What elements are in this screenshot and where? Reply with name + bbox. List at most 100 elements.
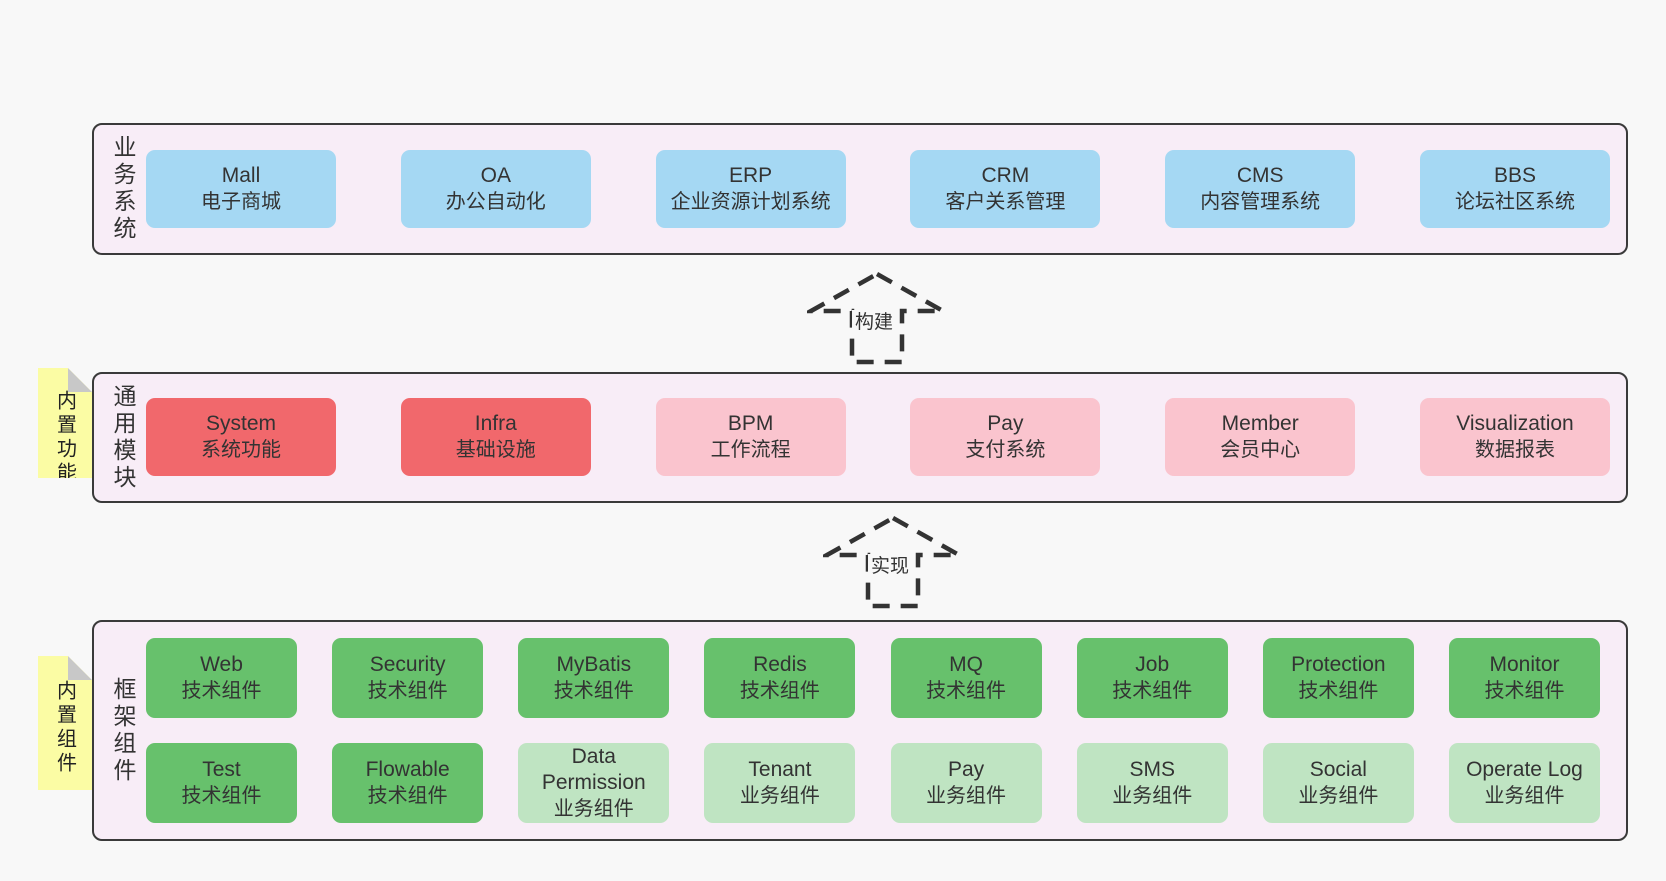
box-subtitle: 论坛社区系统: [1454, 191, 1575, 213]
box-flowable: Flowable 技术组件: [332, 743, 484, 823]
box-subtitle: 电子商城: [201, 191, 281, 213]
box-subtitle: 技术组件: [1112, 680, 1193, 702]
box-infra: Infra 基础设施: [400, 398, 591, 476]
box-title: Infra: [474, 412, 517, 435]
box-row: System 系统功能 Infra 基础设施 BPM 工作流程 Pay 支付系统 Member 会…: [146, 398, 1610, 476]
box-operate-log: Operate Log 业务组件: [1448, 743, 1600, 823]
folded-corner-icon: [68, 368, 92, 392]
box-subtitle: 技术组件: [181, 785, 262, 807]
box-subtitle: 数据报表: [1474, 439, 1555, 461]
box-data-permission: Data Permission 业务组件: [518, 743, 670, 823]
sticky-note-label: 内置功能: [53, 390, 76, 486]
box-subtitle: 技术组件: [926, 680, 1007, 702]
box-title: BPM: [727, 412, 774, 435]
box-subtitle: 系统功能: [201, 439, 281, 461]
box-title: Tenant: [748, 758, 812, 781]
box-title: Protection: [1291, 653, 1386, 676]
box-subtitle: 业务组件: [1484, 785, 1565, 807]
box-title: CRM: [981, 164, 1030, 187]
arrow-label: 实现: [868, 554, 913, 580]
box-title: BBS: [1493, 164, 1536, 187]
section-common-modules: 通用模块 System 系统功能 Infra 基础设施 BPM 工作流程 Pay 支付系统 Me…: [92, 372, 1628, 503]
section-label: 框架组件: [110, 676, 136, 785]
section-label: 业务系统: [110, 135, 136, 243]
box-bpm: BPM 工作流程: [655, 398, 846, 476]
box-system: System 系统功能: [146, 398, 336, 476]
box-protection: Protection 技术组件: [1262, 638, 1414, 718]
box-title: Job: [1135, 653, 1170, 676]
box-title: Security: [369, 653, 446, 676]
box-title: MyBatis: [556, 653, 632, 676]
box-mybatis: MyBatis 技术组件: [518, 638, 670, 718]
box-title: Monitor: [1489, 653, 1560, 676]
box-title: Operate Log: [1466, 758, 1583, 781]
box-title: OA: [480, 164, 511, 187]
box-tenant: Tenant 业务组件: [704, 743, 856, 823]
box-subtitle: 会员中心: [1220, 439, 1301, 461]
box-subtitle: 企业资源计划系统: [670, 191, 831, 213]
box-job: Job 技术组件: [1076, 638, 1228, 718]
box-subtitle: 内容管理系统: [1200, 191, 1321, 213]
box-monitor: Monitor 技术组件: [1448, 638, 1600, 718]
box-subtitle: 技术组件: [1298, 680, 1379, 702]
box-erp: ERP 企业资源计划系统: [655, 150, 846, 228]
box-subtitle: 业务组件: [926, 785, 1007, 807]
box-title: CMS: [1236, 164, 1284, 187]
arrow-build: 构建: [807, 270, 947, 366]
box-title: System: [205, 412, 276, 435]
box-title: Social: [1309, 758, 1367, 781]
box-subtitle: 业务组件: [1298, 785, 1379, 807]
box-test: Test 技术组件: [146, 743, 297, 823]
box-social: Social 业务组件: [1262, 743, 1414, 823]
box-subtitle: 技术组件: [739, 680, 820, 702]
box-redis: Redis 技术组件: [704, 638, 856, 718]
sticky-note-builtin-features: 内置功能: [38, 368, 92, 478]
box-subtitle: 技术组件: [553, 680, 634, 702]
box-pay: Pay 支付系统: [910, 398, 1101, 476]
box-title: Flowable: [365, 758, 450, 781]
box-title: Web: [200, 653, 243, 676]
arrow-implement: 实现: [823, 514, 963, 610]
box-subtitle: 业务组件: [1112, 785, 1193, 807]
box-title: Data Permission: [541, 745, 646, 794]
box-pay-business: Pay 业务组件: [890, 743, 1042, 823]
box-title: MQ: [949, 653, 983, 676]
box-subtitle: 技术组件: [367, 680, 448, 702]
box-subtitle: 业务组件: [739, 785, 820, 807]
box-title: Visualization: [1456, 412, 1574, 435]
box-title: Pay: [947, 758, 985, 781]
box-subtitle: 基础设施: [455, 439, 536, 461]
box-title: Test: [202, 758, 241, 781]
box-bbs: BBS 论坛社区系统: [1419, 150, 1610, 228]
box-title: SMS: [1129, 758, 1175, 781]
box-sms: SMS 业务组件: [1076, 743, 1228, 823]
box-title: ERP: [729, 164, 773, 187]
box-subtitle: 技术组件: [367, 785, 448, 807]
sticky-note-builtin-components: 内置组件: [38, 656, 92, 790]
box-subtitle: 技术组件: [1484, 680, 1565, 702]
folded-corner-icon: [68, 656, 92, 680]
box-title: Mall: [221, 164, 261, 187]
box-visualization: Visualization 数据报表: [1419, 398, 1610, 476]
box-subtitle: 支付系统: [965, 439, 1046, 461]
box-mq: MQ 技术组件: [890, 638, 1042, 718]
section-label: 通用模块: [110, 383, 136, 492]
box-subtitle: 业务组件: [553, 798, 634, 820]
box-subtitle: 办公自动化: [445, 191, 546, 213]
box-title: Redis: [753, 653, 807, 676]
box-cms: CMS 内容管理系统: [1165, 150, 1356, 228]
box-mall: Mall 电子商城: [146, 150, 336, 228]
box-oa: OA 办公自动化: [400, 150, 591, 228]
sticky-note-label: 内置组件: [53, 680, 76, 776]
box-subtitle: 工作流程: [710, 439, 791, 461]
box-title: Pay: [987, 412, 1024, 435]
box-title: Member: [1221, 412, 1299, 435]
arrow-label: 构建: [852, 310, 897, 336]
